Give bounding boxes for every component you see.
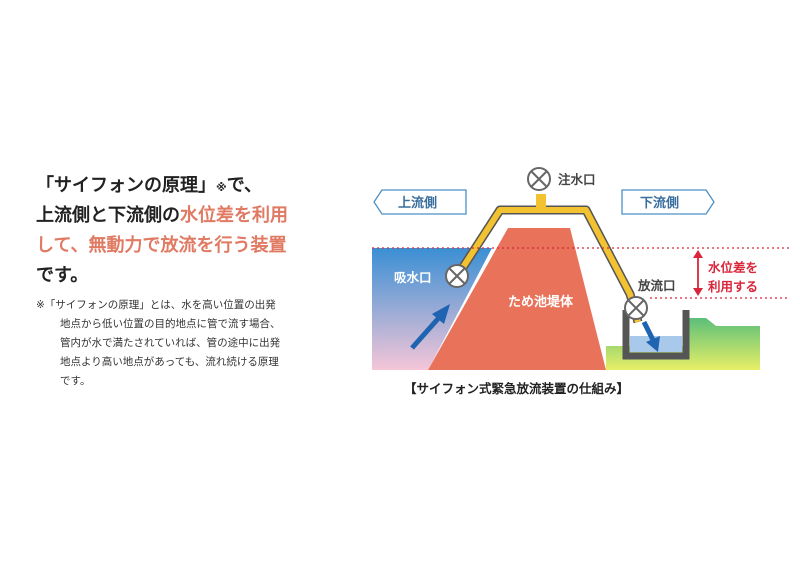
embankment: [428, 228, 606, 370]
heading-line-1-text: 「サイフォンの原理」: [36, 175, 216, 196]
level-difference-label-1: 水位差を: [708, 260, 758, 275]
intake-label: 吸水口: [394, 270, 432, 285]
footnote: ※「サイフォンの原理」とは、水を高い位置の出発 地点から低い位置の目的地点に管で…: [36, 296, 356, 391]
intake-flow-arrow: [410, 304, 450, 350]
inlet-valve-label: 注水口: [558, 172, 596, 187]
outlet-flow-arrow: [641, 320, 660, 352]
upstream-banner: 上流側: [373, 189, 467, 215]
heading-line-2-highlight: 水位差を利用: [180, 205, 288, 226]
siphon-diagram: 注水口 吸水口 放流口 ため池堤体 水位差を 利用する 上流側: [372, 167, 790, 370]
intake-valve-icon: [445, 264, 469, 288]
heading-line-1-suffix: で、: [226, 175, 262, 196]
level-difference-label-2: 利用する: [708, 279, 758, 294]
footnote-line: 地点より高い地点があっても、流れ続ける原理: [60, 356, 279, 368]
heading-line-3-highlight: して、無動力で放流を行う装置: [36, 235, 287, 256]
downstream-label: 下流側: [640, 195, 679, 211]
outlet-label: 放流口: [637, 278, 676, 293]
heading-line-1: 「サイフォンの原理」※で、: [36, 171, 356, 201]
footnote-line: 地点から低い位置の目的地点に管で流す場合、: [60, 318, 281, 330]
inlet-valve-stem: [536, 194, 546, 208]
heading: 「サイフォンの原理」※で、 上流側と下流側の水位差を利用 して、無動力で放流を行…: [36, 171, 356, 291]
heading-note-mark: ※: [216, 181, 227, 194]
downstream-banner: 下流側: [621, 189, 715, 215]
heading-line-2: 上流側と下流側の水位差を利用: [36, 201, 356, 231]
outlet-valve-icon: [624, 296, 648, 320]
footnote-line: です。: [60, 375, 91, 387]
outlet-channel: [622, 310, 690, 360]
heading-line-2-text: 上流側と下流側の: [36, 205, 180, 226]
inlet-valve-icon: [527, 167, 551, 191]
footnote-line: 管内が水で満たされていれば、管の途中に出発: [60, 337, 281, 349]
heading-line-4: です。: [36, 265, 89, 286]
level-difference-arrow: [693, 250, 703, 296]
upstream-label: 上流側: [398, 195, 437, 211]
diagram-caption: 【サイフォン式緊急放流装置の仕組み】: [404, 381, 630, 396]
embankment-label: ため池堤体: [508, 294, 574, 310]
footnote-line: ※「サイフォンの原理」とは、水を高い位置の出発: [36, 299, 276, 311]
